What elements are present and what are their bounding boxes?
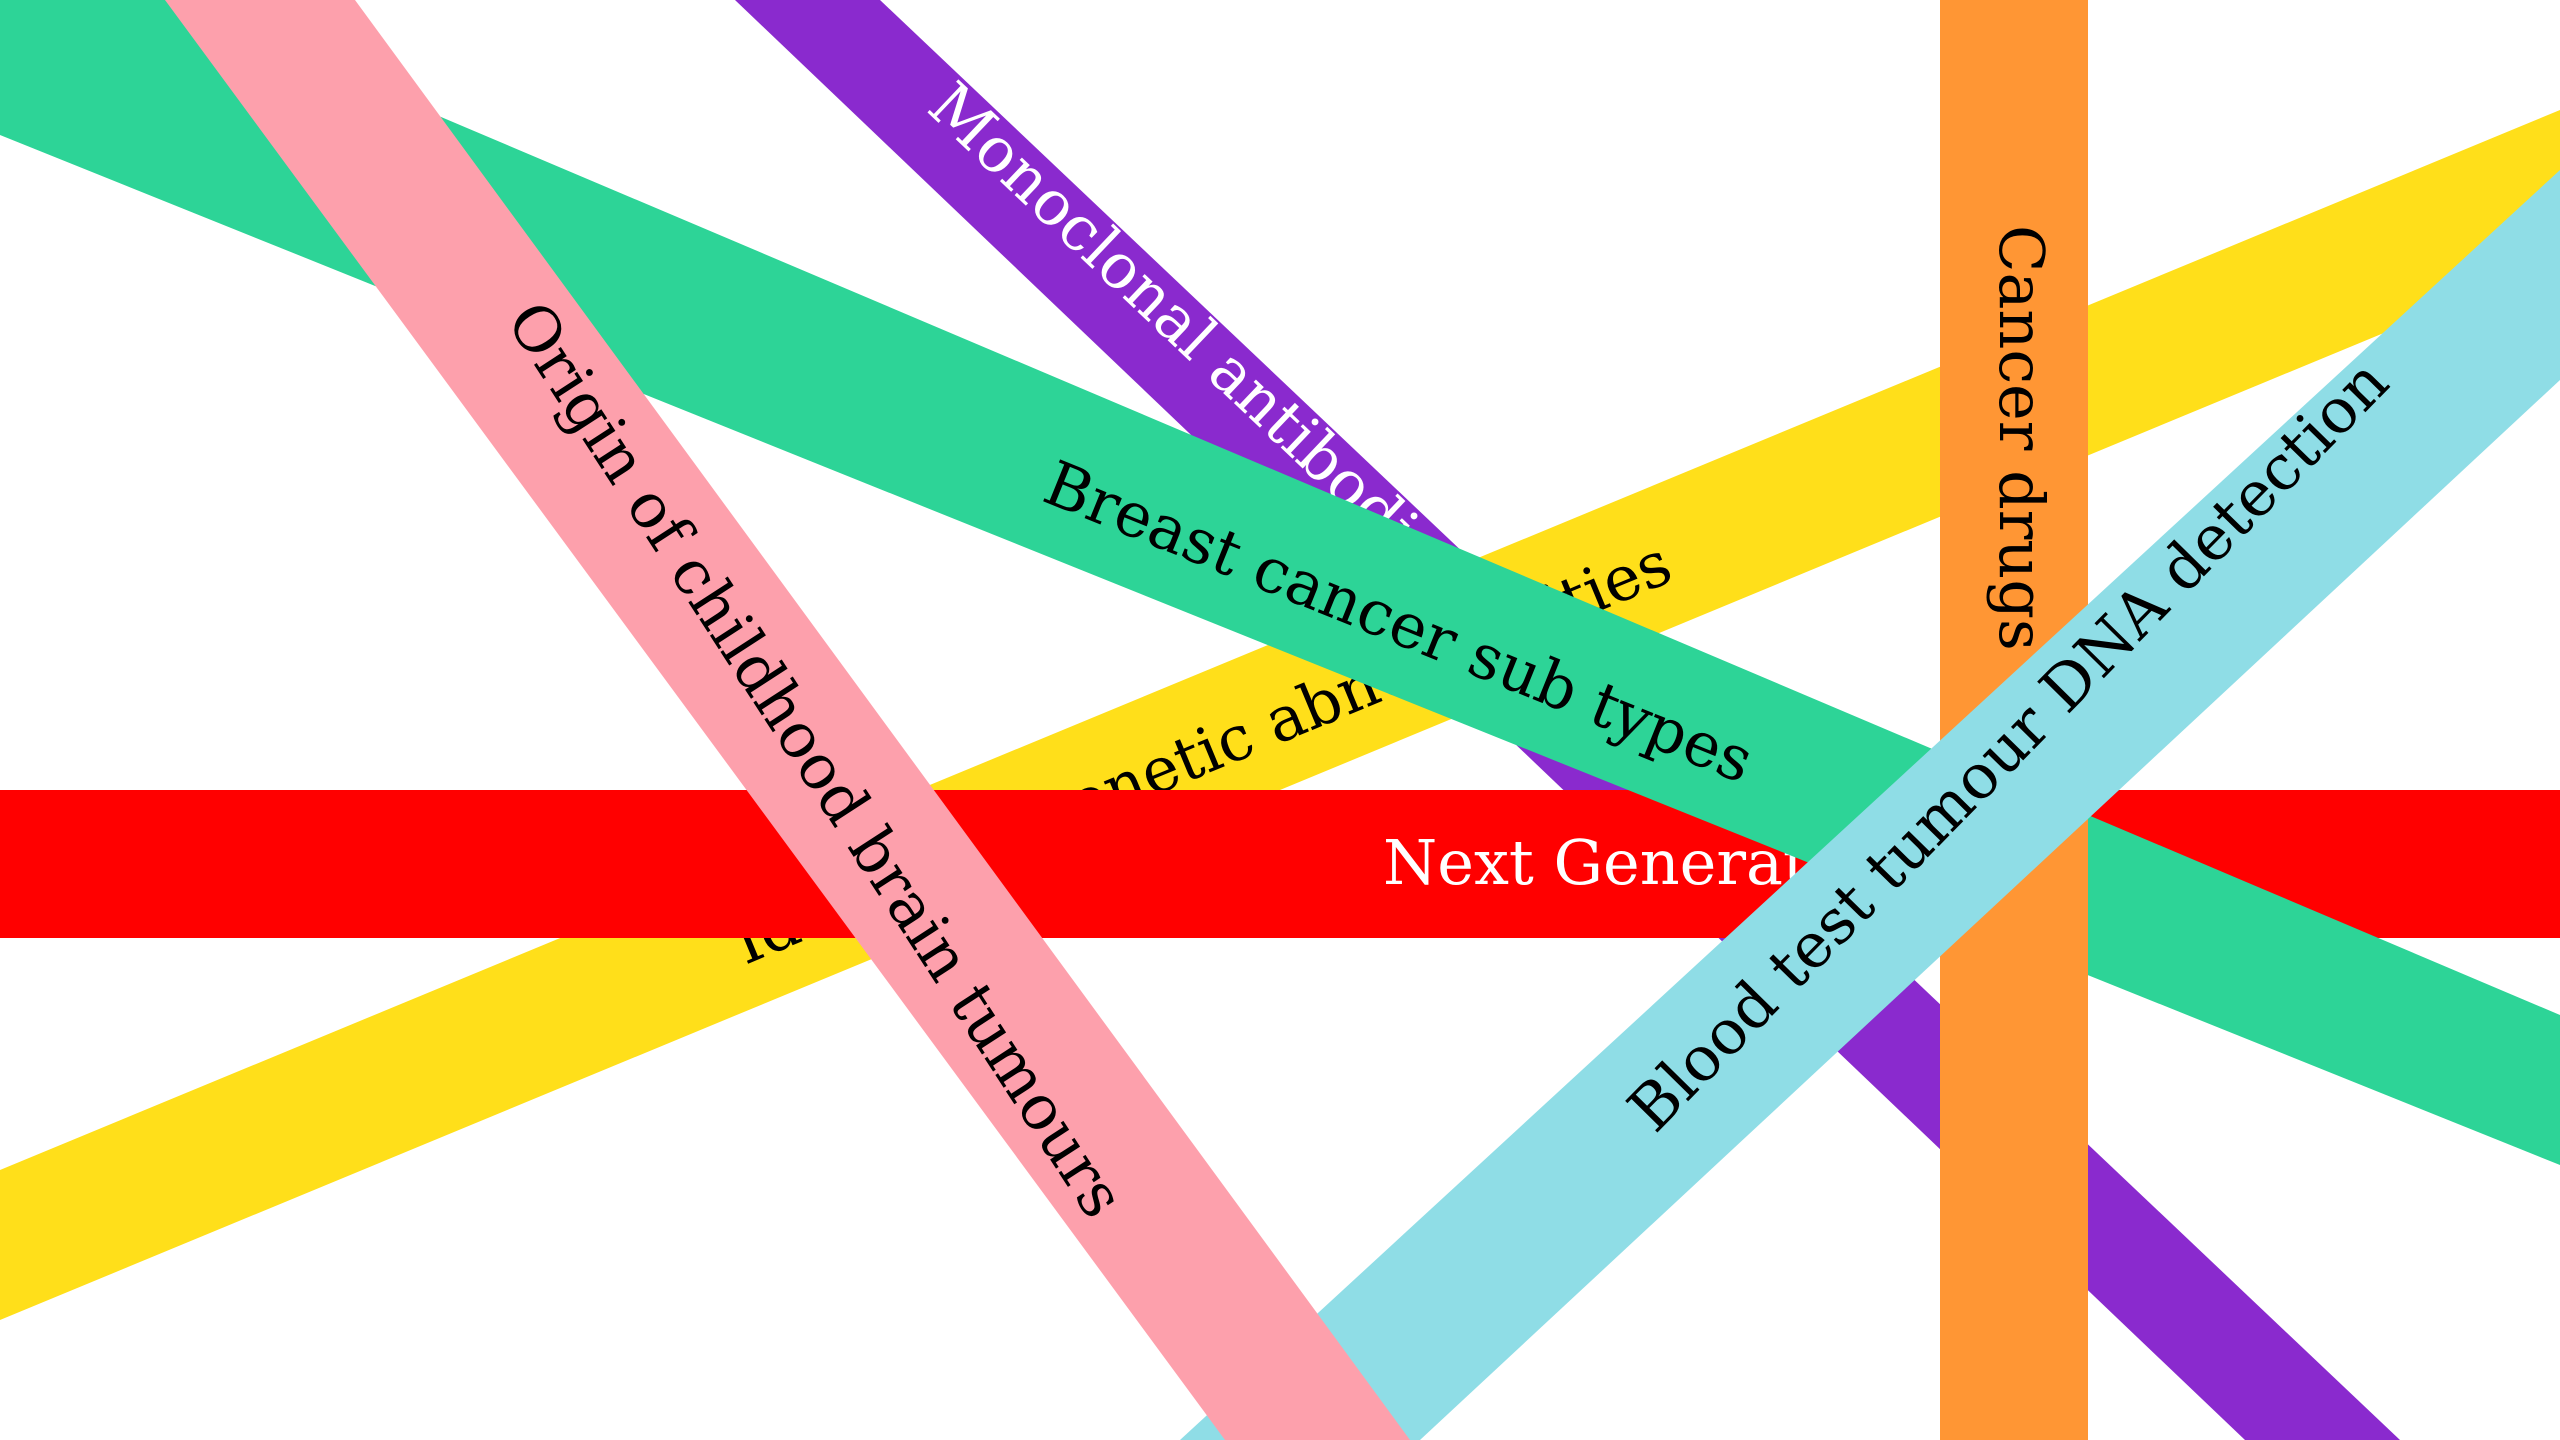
ribbon-label: Cancer drugs xyxy=(1985,225,2058,651)
ribbon-band xyxy=(165,0,1410,1440)
ribbon-band xyxy=(1180,170,2560,1440)
ribbon-band xyxy=(0,110,2560,1320)
